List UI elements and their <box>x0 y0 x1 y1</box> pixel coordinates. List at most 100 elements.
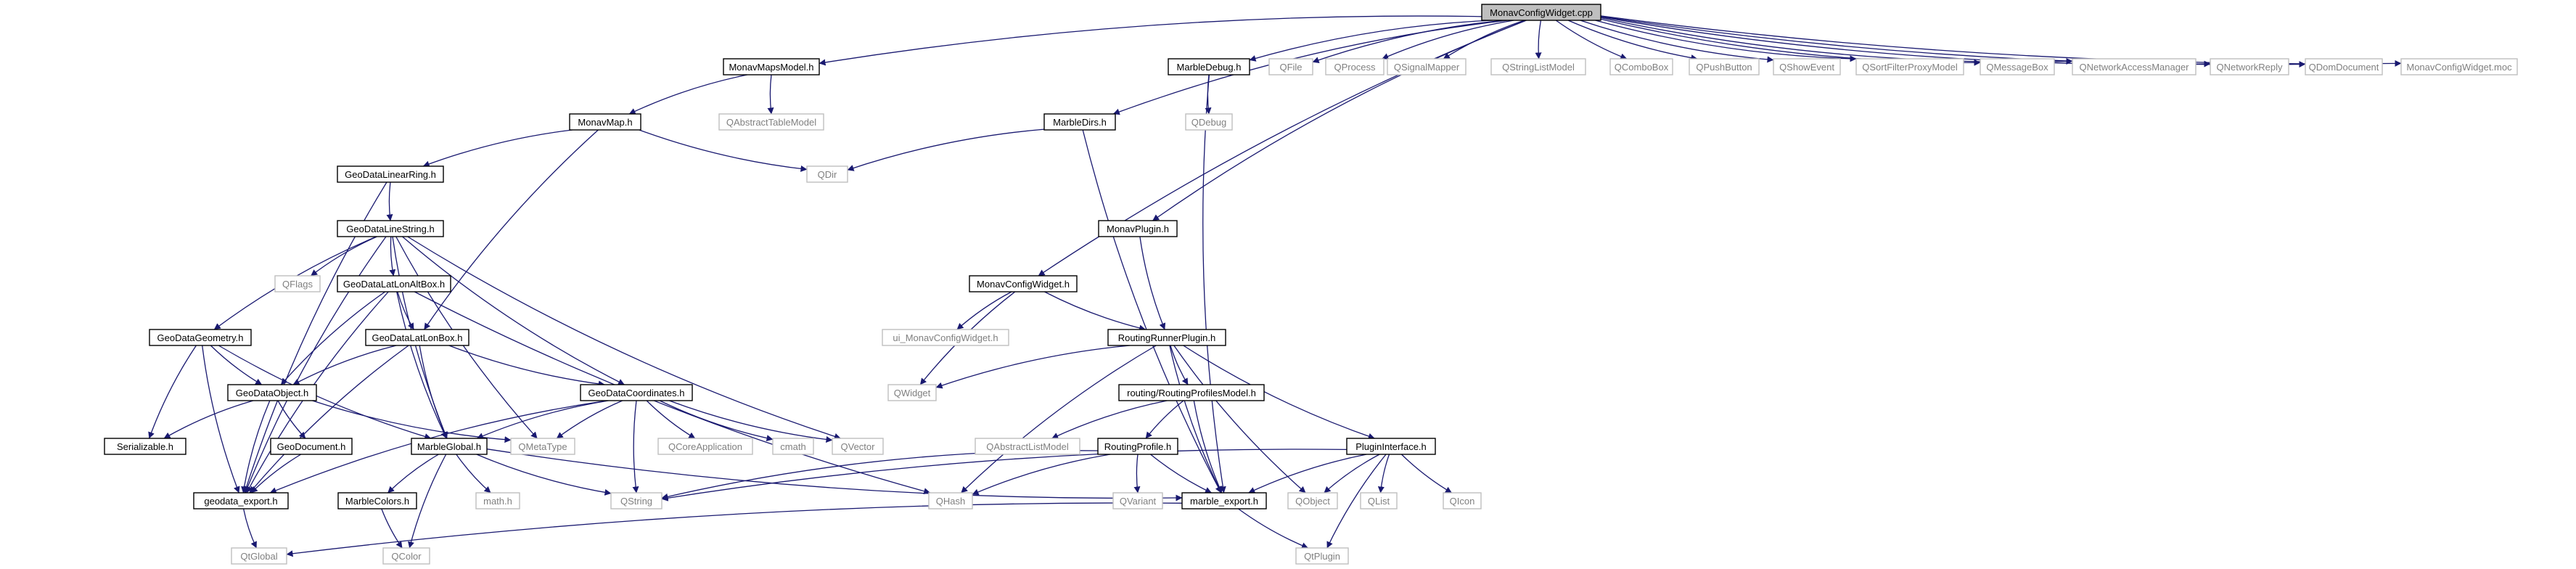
node-serializable-h[interactable]: Serializable.h <box>104 438 186 455</box>
node-box <box>193 492 289 509</box>
edge-linestring-to-geodataexport <box>245 236 387 494</box>
edge-geometry-to-marbleglobal <box>218 345 432 440</box>
node-label: QDomDocument <box>2309 62 2379 73</box>
node-qdebug: QDebug <box>1185 113 1233 131</box>
edge-root-to-qprocess <box>1382 20 1514 60</box>
edge-monavmap-to-linearring <box>422 129 573 168</box>
node-qcombobox: QComboBox <box>1609 58 1673 75</box>
node-box <box>1980 58 2055 75</box>
node-qabstracttablemodel: QAbstractTableModel <box>718 113 824 131</box>
node-label: GeoDocument.h <box>277 441 346 452</box>
node-box <box>1043 113 1116 131</box>
edge-geodocument-to-geodataexport <box>250 454 302 494</box>
edge-geometry-to-geoobject <box>210 345 263 385</box>
node-qobject: QObject <box>1287 492 1338 509</box>
node-qabstractlistmodel: QAbstractListModel <box>975 438 1080 455</box>
node-qstringlistmodel: QStringListModel <box>1490 58 1586 75</box>
node-box <box>969 275 1078 292</box>
node-box <box>337 275 451 292</box>
node-monavmapsmodel-h[interactable]: MonavMapsModel.h <box>723 58 820 75</box>
node-label: QtPlugin <box>1304 551 1340 562</box>
edge-profilesmodel-to-marbleexport <box>1193 400 1223 494</box>
node-geodatacoordinates-h[interactable]: GeoDataCoordinates.h <box>580 384 693 401</box>
node-cmath: cmath <box>772 438 814 455</box>
edge-coordinates-to-cmath <box>659 400 774 442</box>
node-geodatageometry-h[interactable]: GeoDataGeometry.h <box>149 329 252 346</box>
node-marbleglobal-h[interactable]: MarbleGlobal.h <box>411 438 488 455</box>
node-marbledebug-h[interactable]: MarbleDebug.h <box>1168 58 1250 75</box>
node-box <box>227 384 317 401</box>
node-label: QFile <box>1279 62 1302 73</box>
edge-plugininterface-to-qicon <box>1400 454 1452 494</box>
edge-plugininterface-to-qobject <box>1324 454 1380 494</box>
node-box <box>1185 113 1233 131</box>
node-qprocess: QProcess <box>1325 58 1385 75</box>
node-label: GeoDataLineString.h <box>346 224 434 234</box>
edge-marbleglobal-to-qcolor <box>408 454 447 549</box>
node-monavconfigwidget-cpp[interactable]: MonavConfigWidget.cpp <box>1481 4 1601 21</box>
node-routingprofile-h[interactable]: RoutingProfile.h <box>1097 438 1178 455</box>
node-label: QStringListModel <box>1502 62 1575 73</box>
node-box <box>882 329 1009 346</box>
node-marblecolors-h[interactable]: MarbleColors.h <box>337 492 417 509</box>
node-monavmap-h[interactable]: MonavMap.h <box>569 113 641 131</box>
node-box <box>1346 438 1436 455</box>
node-label: MonavConfigWidget.h <box>977 279 1070 290</box>
edge-routingrunner-to-qobject <box>1173 345 1306 494</box>
node-box <box>887 384 937 401</box>
node-label: MarbleDirs.h <box>1053 117 1107 128</box>
node-label: QtGlobal <box>240 551 277 562</box>
node-qcolor: QColor <box>382 547 430 565</box>
node-monavplugin-h[interactable]: MonavPlugin.h <box>1098 220 1178 237</box>
edge-marbledirs-to-qdir <box>847 128 1045 171</box>
node-box <box>806 165 848 183</box>
node-geodatalinestring-h[interactable]: GeoDataLineString.h <box>337 220 444 237</box>
node-geodatalinearring-h[interactable]: GeoDataLinearRing.h <box>337 165 444 183</box>
node-qvariant: QVariant <box>1112 492 1163 509</box>
node-label: GeoDataCoordinates.h <box>588 388 685 398</box>
node-label: QString <box>620 496 652 507</box>
node-label: GeoDataLinearRing.h <box>345 169 436 180</box>
edge-plugininterface-to-marbleexport <box>1248 454 1367 494</box>
node-label: MarbleDebug.h <box>1177 62 1242 73</box>
node-marbledirs-h[interactable]: MarbleDirs.h <box>1043 113 1116 131</box>
node-geodata-export-h[interactable]: geodata_export.h <box>193 492 289 509</box>
edge-routingrunner-to-qhash <box>961 345 1157 494</box>
node-label: MonavConfigWidget.cpp <box>1490 7 1593 18</box>
edge-root-to-qsignalmapper <box>1443 20 1525 60</box>
edge-latlonbox-to-marbleglobal <box>419 345 448 439</box>
node-geodataobject-h[interactable]: GeoDataObject.h <box>227 384 317 401</box>
node-box <box>337 492 417 509</box>
edge-latlonalt-to-qhash <box>414 291 931 495</box>
node-monavconfigwidget-h[interactable]: MonavConfigWidget.h <box>969 275 1078 292</box>
node-label: QHash <box>936 496 965 507</box>
node-label: RoutingRunnerPlugin.h <box>1118 332 1215 343</box>
edge-mapsmodel-to-monavmap <box>628 74 748 115</box>
edge-root-to-qpushbutton <box>1567 20 1698 61</box>
edge-monavconfigh-to-uimonav <box>956 291 1012 330</box>
node-qflags: QFlags <box>274 275 321 292</box>
node-qsignalmapper: QSignalMapper <box>1387 58 1467 75</box>
node-label: QSignalMapper <box>1394 62 1460 73</box>
node-label: MonavPlugin.h <box>1107 224 1169 234</box>
node-geodatalatlonbox-h[interactable]: GeoDataLatLonBox.h <box>365 329 469 346</box>
node-box <box>1855 58 1964 75</box>
node-label: QPushButton <box>1696 62 1752 73</box>
edge-linestring-to-coordinates <box>402 236 625 385</box>
node-qpushbutton: QPushButton <box>1689 58 1760 75</box>
node-box <box>1689 58 1760 75</box>
node-label: QIcon <box>1450 496 1475 507</box>
edge-routingrunner-to-plugininterface <box>1183 345 1375 440</box>
edge-coordinates-to-qvector <box>669 400 833 443</box>
node-label: MonavMapsModel.h <box>729 62 813 73</box>
node-label: QVector <box>841 441 876 452</box>
node-plugininterface-h[interactable]: PluginInterface.h <box>1346 438 1436 455</box>
node-box <box>1325 58 1385 75</box>
node-marble-export-h[interactable]: marble_export.h <box>1181 492 1267 509</box>
node-box <box>772 438 814 455</box>
node-geodatalatlonaltbox-h[interactable]: GeoDataLatLonAltBox.h <box>337 275 451 292</box>
node-routingrunnerplugin-h[interactable]: RoutingRunnerPlugin.h <box>1107 329 1226 346</box>
node-routing-routingprofilesmodel-h[interactable]: routing/RoutingProfilesModel.h <box>1118 384 1265 401</box>
node-geodocument-h[interactable]: GeoDocument.h <box>270 438 353 455</box>
node-box <box>1360 492 1398 509</box>
